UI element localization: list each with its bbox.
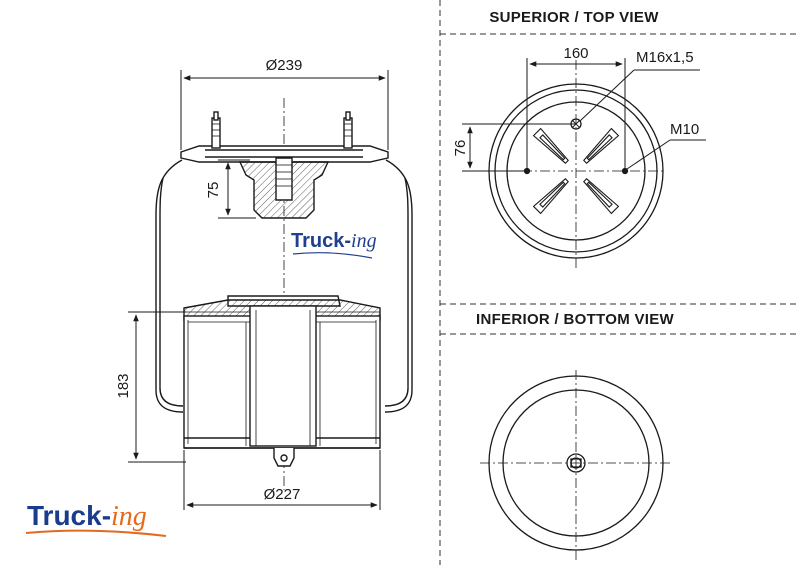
top-diameter-label: Ø239 [266, 57, 303, 74]
top-view-dimensions [462, 58, 706, 172]
center-fitting [238, 157, 330, 219]
top-slots [532, 127, 620, 215]
thread-spec-label: M16x1,5 [636, 49, 694, 66]
bolt-spec-label: M10 [670, 121, 699, 138]
separator-lines [439, 0, 800, 565]
bottom-view-title: INFERIOR / BOTTOM VIEW [476, 311, 675, 328]
side-view-labels: Ø239 Ø227 75 183 [115, 57, 302, 503]
side-view [155, 98, 413, 490]
top-plate [180, 145, 389, 163]
brand-logo: Truck-ing [25, 500, 167, 537]
top-view-labels: 160 76 M16x1,5 M10 [452, 45, 699, 156]
bottom-view [480, 370, 672, 560]
stud-spacing-label: 160 [563, 45, 588, 62]
svg-text:Truck-ing: Truck-ing [27, 500, 147, 532]
bottom-outer-ring [488, 375, 664, 551]
side-view-dimensions [128, 70, 389, 510]
bottom-center-fitting [566, 453, 586, 473]
piston-height-label: 183 [115, 373, 132, 398]
stud-height-label: 75 [205, 182, 222, 199]
top-view [486, 60, 666, 270]
svg-text:Truck-ing: Truck-ing [291, 230, 377, 252]
bottom-diameter-label: Ø227 [264, 486, 301, 503]
piston-body [183, 305, 381, 467]
stud-offset-label: 76 [452, 140, 469, 157]
watermark: Truck-ing [291, 230, 377, 259]
rubber-bellows [155, 159, 413, 413]
top-view-title: SUPERIOR / TOP VIEW [489, 9, 659, 26]
mounting-studs [211, 111, 353, 149]
